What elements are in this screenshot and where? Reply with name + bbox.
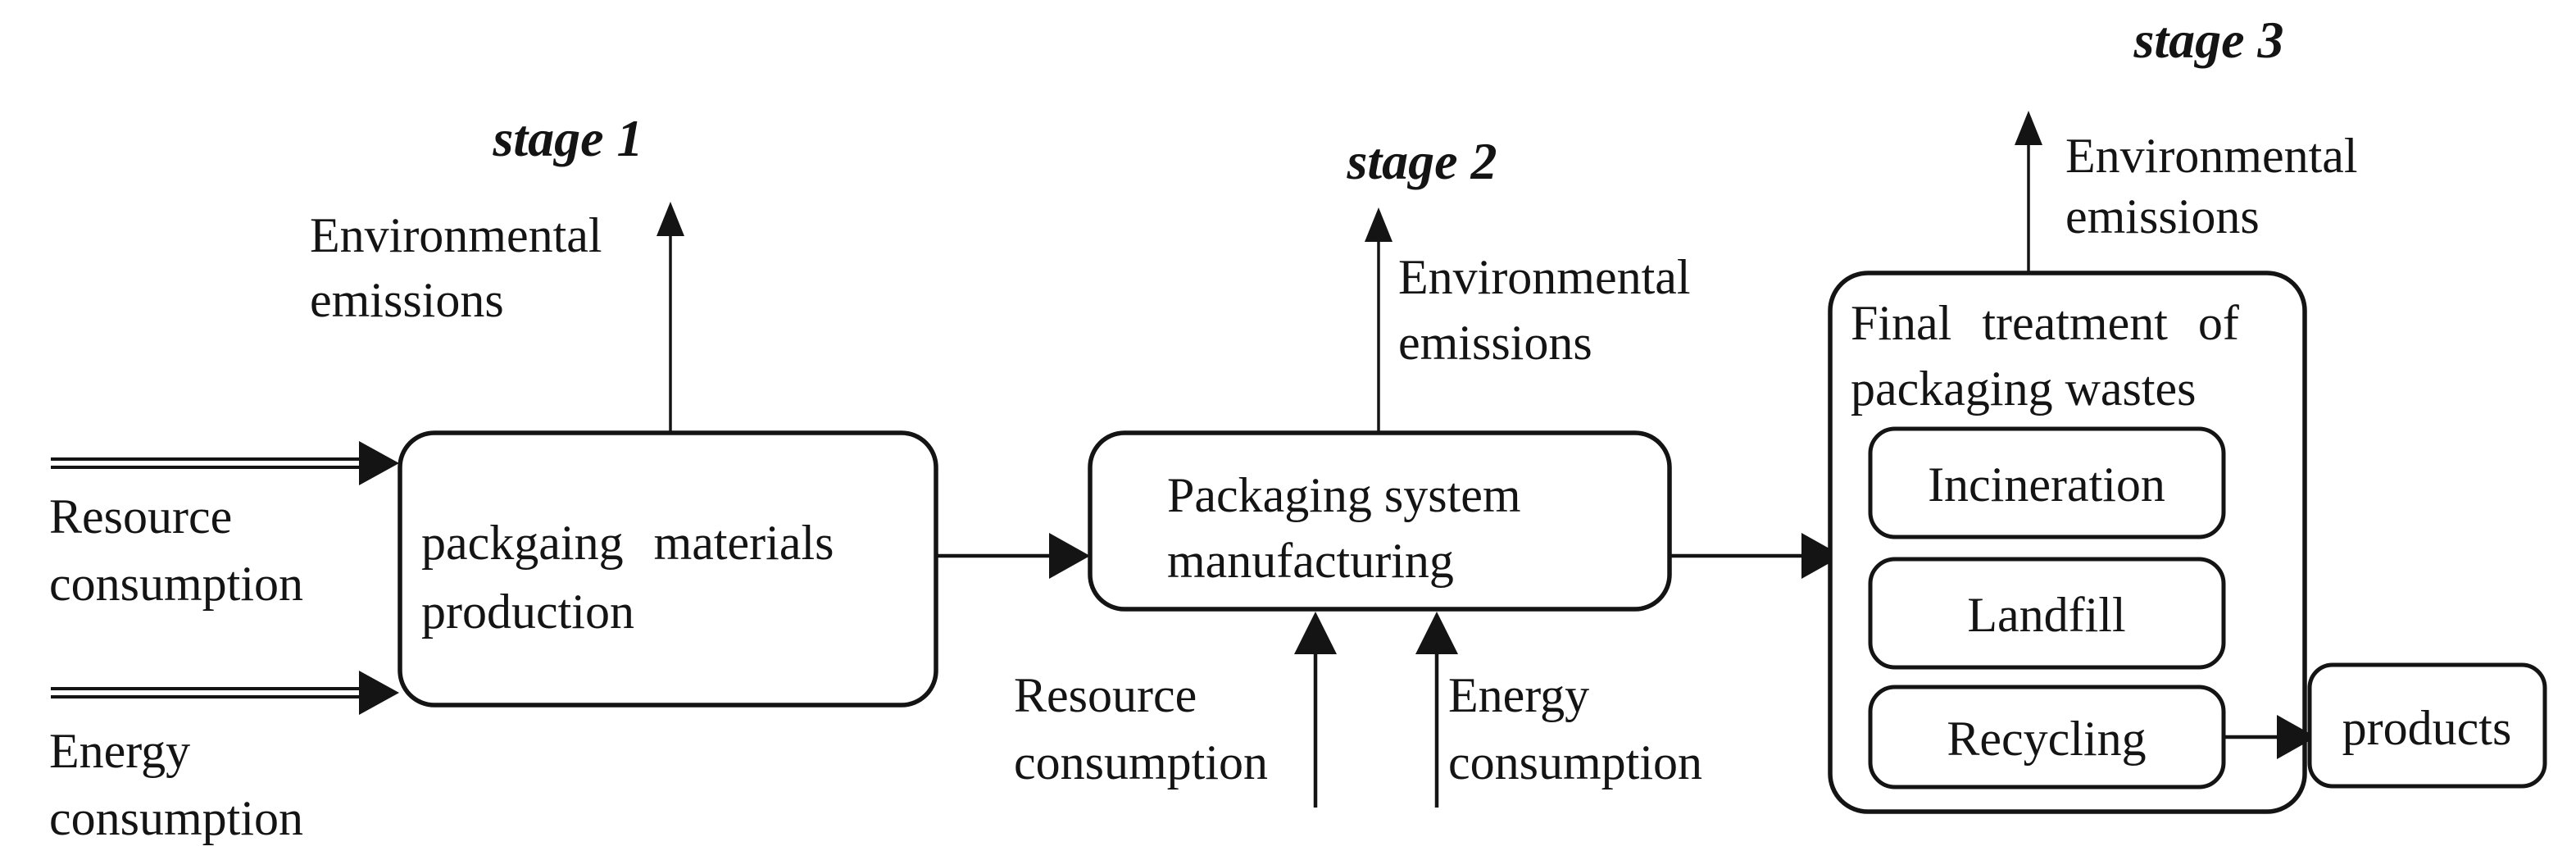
recycling-to-products-arrow: [2224, 715, 2316, 759]
stage2-energy-label-line2: consumption: [1448, 735, 1702, 789]
stage1-energy-input-arrow: [51, 671, 399, 715]
stage1-emissions-arrow: [656, 202, 684, 433]
stage2-energy-input-arrow: [1415, 612, 1458, 808]
stage1-emissions-label-line2: emissions: [310, 273, 504, 327]
stage3-option-box-landfill: [1868, 557, 2226, 670]
stage3-emissions-label-line2: emissions: [2065, 189, 2260, 243]
stage3-products-box: [2307, 662, 2547, 789]
stage1-process-box: [398, 430, 938, 708]
stage3-option-label-recycling: Recycling: [1947, 712, 2146, 766]
stage1-emissions-label-line1: Environmental: [310, 208, 602, 262]
stage1-group: packgaing materials production Environme…: [49, 202, 938, 845]
stage1-process-label-line2: production: [421, 585, 634, 639]
stage3-treatment-box: [1828, 271, 2307, 814]
stage3-products-label: products: [2342, 701, 2512, 755]
stage1-title: stage 1: [492, 109, 643, 167]
stage3-option-label-landfill: Landfill: [1967, 588, 2125, 642]
stage3-emissions-label-line1: Environmental: [2065, 129, 2358, 183]
stage2-title: stage 2: [1346, 132, 1497, 190]
stage2-emissions-label-line1: Environmental: [1398, 250, 1691, 304]
stage1-process-label-line1: packgaing materials: [421, 516, 834, 570]
stage2-process-label-line2: manufacturing: [1167, 534, 1454, 588]
stage1-resource-label-line1: Resource: [49, 489, 232, 544]
stage1-resource-input-arrow: [51, 441, 399, 485]
stage1-energy-label-line2: consumption: [49, 791, 303, 845]
stage2-resource-label-line1: Resource: [1014, 668, 1197, 722]
stage3-treatment-label-line1: Final treatment of: [1851, 296, 2239, 350]
stage2-emissions-arrow: [1365, 207, 1392, 433]
stage1-to-stage2-arrow: [936, 533, 1090, 579]
stage3-title: stage 3: [2133, 11, 2283, 69]
stage3-option-label-incineration: Incineration: [1928, 457, 2165, 512]
stage2-group: Packaging system manufacturing Environme…: [1014, 207, 1702, 808]
stage2-process-label-line1: Packaging system: [1167, 468, 1521, 522]
stage3-option-box-incineration: [1868, 426, 2226, 539]
stage1-resource-label-line2: consumption: [49, 557, 303, 611]
stage2-resource-input-arrow: [1294, 612, 1337, 808]
stage3-emissions-arrow: [2015, 111, 2042, 273]
stage2-to-stage3-arrow: [1670, 533, 1842, 579]
stage3-group: Final treatment of packaging wastes Envi…: [1828, 111, 2547, 814]
stage2-energy-label-line1: Energy: [1448, 668, 1589, 722]
stage2-resource-label-line2: consumption: [1014, 735, 1268, 789]
stage3-treatment-label-line2: packaging wastes: [1851, 362, 2197, 416]
stage2-emissions-label-line2: emissions: [1398, 316, 1592, 370]
stage1-energy-label-line1: Energy: [49, 724, 190, 778]
